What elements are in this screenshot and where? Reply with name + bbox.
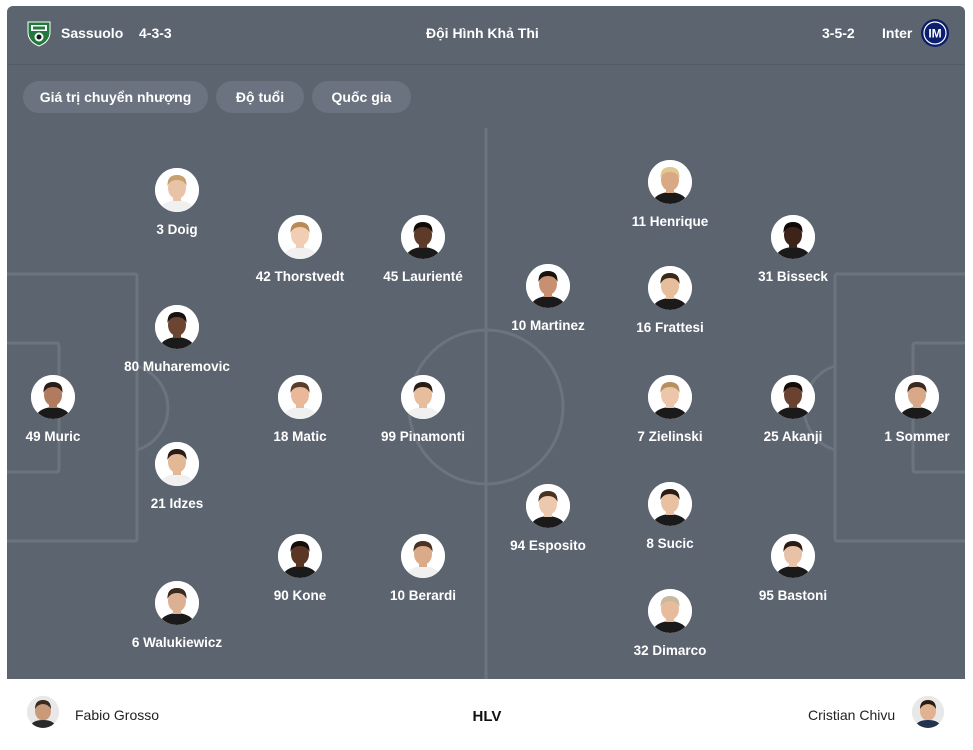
player-avatar[interactable] (278, 215, 322, 259)
player-name[interactable]: 94 Esposito (510, 538, 586, 553)
player-avatar[interactable] (771, 215, 815, 259)
home-formation: 4-3-3 (139, 25, 172, 41)
inter-crest-icon: IM (920, 18, 950, 48)
away-team-name[interactable]: Inter (882, 25, 913, 41)
player-avatar[interactable] (648, 589, 692, 633)
player-name[interactable]: 16 Frattesi (636, 320, 704, 335)
filter-nationality[interactable]: Quốc gia (312, 81, 411, 113)
filter-age[interactable]: Độ tuổi (216, 81, 304, 113)
coach-label: HLV (472, 708, 502, 725)
player-name[interactable]: 99 Pinamonti (380, 429, 466, 444)
player-avatar[interactable] (401, 534, 445, 578)
player-name[interactable]: 31 Bisseck (758, 269, 828, 284)
player-name[interactable]: 45 Laurienté (383, 269, 463, 284)
player-name[interactable]: 80 Muharemovic (124, 359, 230, 374)
player-avatar[interactable] (526, 264, 570, 308)
player-avatar[interactable] (401, 215, 445, 259)
away-coach-avatar (912, 696, 944, 728)
player-avatar[interactable] (895, 375, 939, 419)
home-coach-avatar (27, 696, 59, 728)
player-avatar[interactable] (648, 375, 692, 419)
player-avatar[interactable] (31, 375, 75, 419)
player-name[interactable]: 10 Martinez (511, 318, 585, 333)
player-name[interactable]: 21 Idzes (150, 496, 204, 511)
away-formation: 3-5-2 (822, 25, 855, 41)
sassuolo-crest-icon (24, 18, 54, 48)
player-avatar[interactable] (648, 482, 692, 526)
player-name[interactable]: 3 Doig (156, 222, 198, 237)
pitch: 49 Muric 3 Doig 80 Muharemovic 21 Idzes 6 Wa… (7, 128, 965, 679)
player-avatar[interactable] (155, 581, 199, 625)
player-name[interactable]: 90 Kone (273, 588, 327, 603)
player-avatar[interactable] (648, 160, 692, 204)
player-avatar[interactable] (278, 534, 322, 578)
player-name[interactable]: 49 Muric (25, 429, 81, 444)
player-name[interactable]: 32 Dimarco (633, 643, 707, 658)
lineup-card: Sassuolo 4-3-3 Đội Hình Khả Thi 3-5-2 In… (7, 6, 965, 750)
player-name[interactable]: 1 Sommer (884, 429, 950, 444)
player-avatar[interactable] (278, 375, 322, 419)
filter-transfer-value[interactable]: Giá trị chuyển nhượng (23, 81, 208, 113)
player-avatar[interactable] (155, 442, 199, 486)
player-avatar[interactable] (648, 266, 692, 310)
player-name[interactable]: 42 Thorstvedt (255, 269, 345, 284)
player-name[interactable]: 95 Bastoni (758, 588, 828, 603)
player-avatar[interactable] (401, 375, 445, 419)
player-name[interactable]: 18 Matic (273, 429, 327, 444)
player-name[interactable]: 6 Walukiewicz (131, 635, 223, 650)
filter-bar: Giá trị chuyển nhượng Độ tuổi Quốc gia (7, 65, 965, 128)
player-avatar[interactable] (526, 484, 570, 528)
player-avatar[interactable] (771, 534, 815, 578)
away-coach-name[interactable]: Cristian Chivu (808, 707, 896, 723)
player-name[interactable]: 25 Akanji (763, 429, 823, 444)
page-title: Đội Hình Khả Thi (426, 25, 539, 41)
player-name[interactable]: 10 Berardi (389, 588, 457, 603)
home-coach-name[interactable]: Fabio Grosso (75, 707, 160, 723)
player-name[interactable]: 11 Henrique (631, 214, 709, 229)
player-name[interactable]: 7 Zielinski (637, 429, 703, 444)
player-name[interactable]: 8 Sucic (646, 536, 694, 551)
svg-text:IM: IM (928, 27, 941, 41)
home-team-name[interactable]: Sassuolo (61, 25, 124, 41)
player-avatar[interactable] (155, 168, 199, 212)
player-avatar[interactable] (771, 375, 815, 419)
player-avatar[interactable] (155, 305, 199, 349)
coach-bar: Fabio Grosso HLV Cristian Chivu (7, 679, 965, 750)
header-bar: Sassuolo 4-3-3 Đội Hình Khả Thi 3-5-2 In… (7, 6, 965, 65)
